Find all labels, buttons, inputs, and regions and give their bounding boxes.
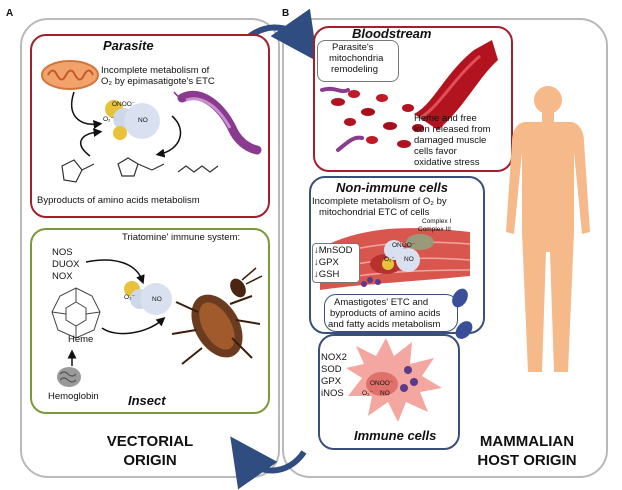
non-immune-ros-no: NO [404,256,414,263]
complex-1-label: Complex I [422,218,452,225]
insect-ros-o2: O₂⁻ [124,294,136,301]
parasite-byproducts: Byproducts of amino acids metabolism [37,195,200,206]
mammalian-origin-line1: MAMMALIAN [479,433,575,450]
immune-enzyme-gpx: GPX [321,376,342,387]
non-immune-ros-oonoo: ONOO⁻ [392,242,416,249]
antioxidant-gpx: ↓GPX [314,257,339,268]
immune-enzyme-sod: SOD [321,364,342,375]
triatomine-bug-icon [171,267,263,365]
amastigotes-line1: Amastigotes' ETC and [334,297,429,308]
mitochondrion-icon [41,60,99,90]
parasite-cycle-arrows [71,91,182,158]
parasite-metabolism-line1: Incomplete metabolism of [101,65,210,76]
remodeling-line3: remodeling [331,64,378,75]
insect-enzyme-nox: NOX [52,271,73,282]
heme-structure-icon [51,287,101,339]
amastigotes-line3: and fatty acids metabolism [328,319,441,330]
non-immune-metabolism-line2: mitochondrial ETC of cells [319,207,430,218]
immune-title: Immune cells [354,428,437,443]
trypanosome-icon [173,90,262,155]
amino-acid-molecules-icon [61,157,219,183]
immune-ros-o2: O₂⁻ [362,390,374,397]
insect-title: Insect [128,393,166,408]
ros-cluster-icon [105,100,160,140]
immune-enzyme-inos: iNOS [321,388,344,399]
amastigotes-line2: byproducts of amino acids [330,308,441,319]
insect-immune-system: Triatomine' immune system: [122,232,241,243]
antioxidants-callout [312,243,360,283]
remodeling-callout [317,40,399,82]
insect-ros-cluster-icon [124,281,172,315]
hemoglobin-icon [57,367,81,387]
vectorial-origin-line2: ORIGIN [123,452,177,469]
antioxidant-mnsod: ↓MnSOD [314,245,353,256]
insect-enzyme-duox: DUOX [52,259,80,270]
heme-text-line5: oxidative stress [414,157,480,168]
remodeling-line2: mitochondria [329,53,384,64]
immune-ros-oonoo: ONOO⁻ [370,380,394,387]
parasite-ros-no: NO [138,117,148,124]
heme-text-line4: cells favor [414,146,457,157]
heme-text-line2: iron released from [414,124,491,135]
non-immune-title: Non-immune cells [336,180,448,195]
panel-letter-a: A [6,8,14,19]
non-immune-ros-icon [382,240,420,272]
blood-vessel-icon [414,40,498,130]
vectorial-origin-line1: VECTORIAL [106,433,194,450]
immune-enzyme-nox2: NOX2 [321,352,347,363]
parasite-ros-o2: O₂⁻ [103,116,115,123]
mammalian-origin-line2: HOST ORIGIN [477,452,577,469]
macrophage-icon [346,338,442,422]
complex-3-label: Complex III [418,226,451,233]
non-immune-metabolism-line1: Incomplete metabolism of O₂ by [312,196,447,207]
insect-arrows [85,259,166,335]
arrow-up-icon [67,349,77,366]
parasite-metabolism-line2: O₂ by epimasatigote's ETC [101,76,215,87]
insect-hemoglobin-label: Hemoglobin [48,391,99,402]
remodeling-line1: Parasite's [332,42,374,53]
non-immune-ros-o2: O₂⁻ [384,256,396,263]
parasite-ros-oonoo: ONOO⁻ [112,101,136,108]
insect-enzyme-nos: NOS [52,247,73,258]
insect-ros-no: NO [152,296,162,303]
immune-ros-no: NO [380,390,390,397]
amastigotes-callout [324,294,458,332]
red-blood-cells-icon [331,90,424,148]
parasite-title: Parasite [103,38,154,53]
arrow-bottom [230,436,307,490]
heme-text-line1: Heme and free [414,113,477,124]
antioxidant-gsh: ↓GSH [314,269,340,280]
heme-text-line3: damaged muscle [414,135,487,146]
human-silhouette-icon [506,86,590,372]
insect-heme-label: Heme [68,334,94,345]
bloodstream-title: Bloodstream [352,26,432,41]
bloodstream-trypanosome-icon [320,86,364,152]
